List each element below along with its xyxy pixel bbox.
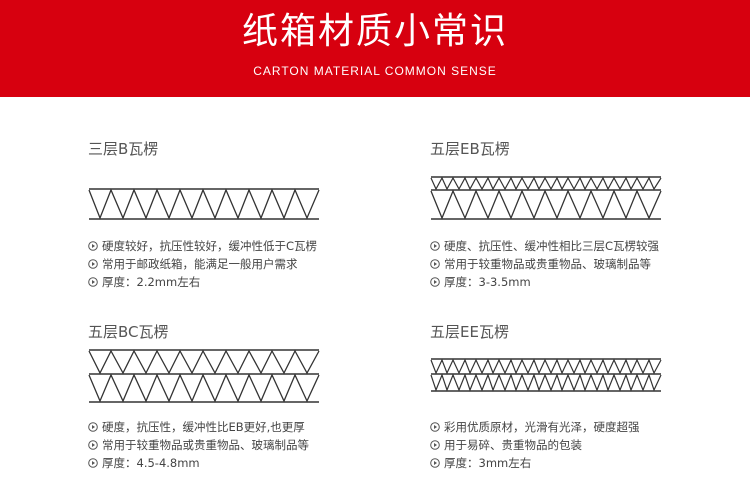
note-hardness: 硬度，抗压性，缓冲性比EB更好,也更厚	[88, 418, 408, 436]
circle-play-icon	[88, 277, 98, 287]
note-usage: 常用于邮政纸箱，能满足一般用户需求	[88, 255, 408, 273]
card-ee-flute: 五层EE瓦楞 彩用优质原材，光滑有光泽，硬度超强 用于易碎、贵重物品的包装 厚度…	[430, 323, 730, 473]
note-thickness: 厚度：2.2mm左右	[88, 273, 408, 291]
note-material: 彩用优质原材，光滑有光泽，硬度超强	[430, 418, 750, 436]
page-title: 纸箱材质小常识	[241, 11, 508, 52]
note-usage: 常用于较重物品或贵重物品、玻璃制品等	[88, 436, 408, 454]
circle-play-icon	[88, 440, 98, 450]
circle-play-icon	[430, 422, 440, 432]
page-subtitle: CARTON MATERIAL COMMON SENSE	[253, 64, 497, 78]
card-eb-flute: 五层EB瓦楞 硬度、抗压性、缓冲性相比三层C瓦楞较强 常用于较重物品或贵重物品、…	[430, 140, 730, 290]
card-b-flute: 三层B瓦楞 硬度较好，抗压性较好，缓冲性低于C瓦楞 常用于邮政纸箱，能满足一般用…	[88, 140, 388, 290]
circle-play-icon	[430, 440, 440, 450]
circle-play-icon	[430, 458, 440, 468]
flute-diagram-ee	[430, 358, 662, 392]
flute-diagram-eb	[430, 176, 662, 220]
circle-play-icon	[430, 241, 440, 251]
note-usage: 常用于较重物品或贵重物品、玻璃制品等	[430, 255, 750, 273]
circle-play-icon	[88, 241, 98, 251]
note-thickness: 厚度：3-3.5mm	[430, 273, 750, 291]
circle-play-icon	[88, 458, 98, 468]
flute-diagram-bc	[88, 349, 320, 403]
note-hardness: 硬度、抗压性、缓冲性相比三层C瓦楞较强	[430, 237, 750, 255]
circle-play-icon	[430, 259, 440, 269]
circle-play-icon	[430, 277, 440, 287]
header-banner: 纸箱材质小常识 CARTON MATERIAL COMMON SENSE	[0, 0, 750, 97]
card-title: 五层EE瓦楞	[430, 323, 509, 341]
circle-play-icon	[88, 422, 98, 432]
card-bc-flute: 五层BC瓦楞 硬度，抗压性，缓冲性比EB更好,也更厚 常用于较重物品或贵重物品、…	[88, 323, 388, 473]
flute-diagram-b	[88, 188, 320, 220]
card-title: 五层BC瓦楞	[88, 323, 169, 341]
note-hardness: 硬度较好，抗压性较好，缓冲性低于C瓦楞	[88, 237, 408, 255]
note-thickness: 厚度：4.5-4.8mm	[88, 454, 408, 472]
card-title: 五层EB瓦楞	[430, 140, 510, 158]
note-thickness: 厚度：3mm左右	[430, 454, 750, 472]
card-title: 三层B瓦楞	[88, 140, 159, 158]
circle-play-icon	[88, 259, 98, 269]
note-usage: 用于易碎、贵重物品的包装	[430, 436, 750, 454]
